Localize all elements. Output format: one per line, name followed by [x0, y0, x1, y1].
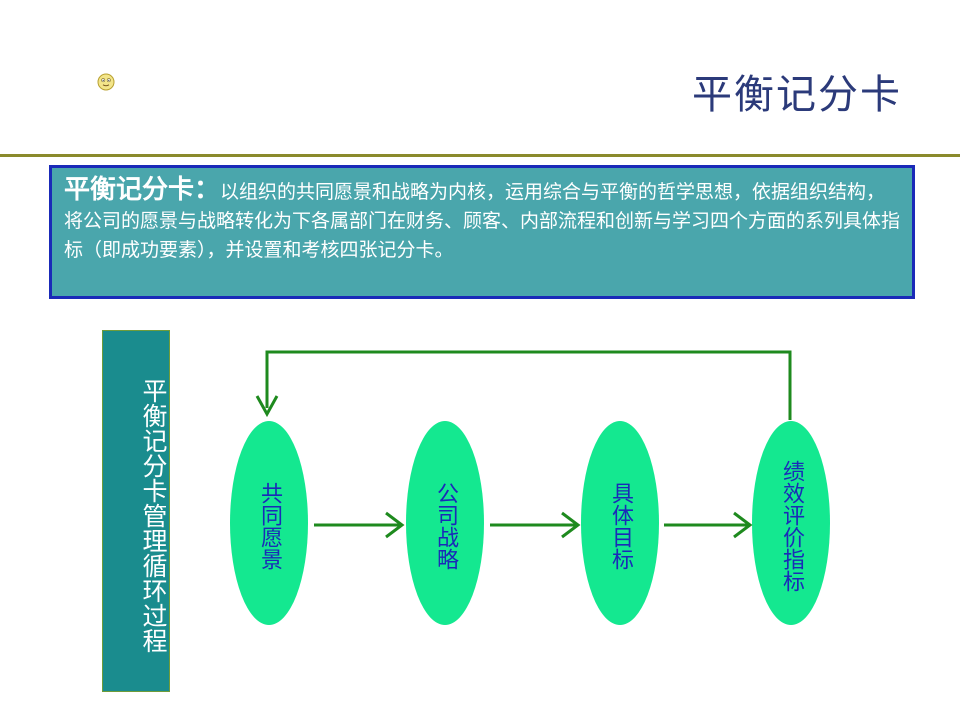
definition-term: 平衡记分卡：	[64, 175, 221, 205]
feedback-arrowhead	[255, 395, 279, 418]
definition-box: 平衡记分卡：以组织的共同愿景和战略为内核，运用综合与平衡的哲学思想，依据组织结构…	[49, 165, 915, 299]
node-label-3: 具体目标	[608, 482, 633, 570]
page-title: 平衡记分卡	[692, 72, 902, 118]
header-divider	[0, 154, 960, 157]
arrowhead-2-3	[561, 511, 581, 539]
definition-text: 以组织的共同愿景和战略为内核，运用综合与平衡的哲学思想，依据组织结构，将公司的愿…	[64, 181, 901, 261]
node-label-4: 绩效评价指标	[779, 460, 804, 592]
feedback-loop-line	[265, 350, 792, 420]
node-label-2: 公司战略	[433, 482, 458, 570]
smiley-face-icon	[97, 73, 115, 91]
side-label-box: 平衡记分卡管理循环过程	[102, 330, 170, 692]
arrowhead-3-4	[733, 511, 753, 539]
node-label-1: 共同愿景	[257, 482, 282, 570]
side-label: 平衡记分卡管理循环过程	[139, 377, 168, 653]
arrowhead-1-2	[385, 511, 405, 539]
